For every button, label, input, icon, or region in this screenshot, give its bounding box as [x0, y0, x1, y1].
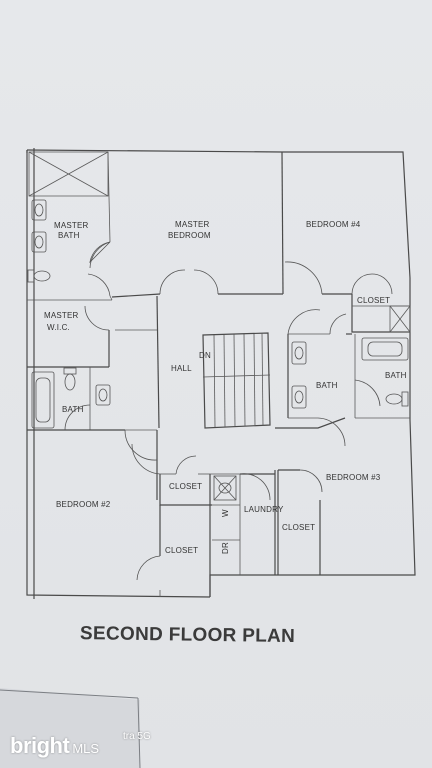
- label-hall: HALL: [171, 364, 192, 373]
- label-dryer: DR: [221, 542, 230, 554]
- plan-title: SECOND FLOOR PLAN: [80, 623, 295, 647]
- label-bath-left: BATH: [62, 405, 84, 414]
- staircase: [202, 332, 271, 429]
- label-closet-top: CLOSET: [357, 296, 390, 305]
- label-laundry: LAUNDRY: [244, 505, 284, 514]
- label-closet-right: CLOSET: [282, 523, 315, 532]
- bright-mls-watermark: bright MLS: [10, 733, 99, 759]
- watermark-mls: MLS: [72, 741, 100, 756]
- camera-watermark-text: tra 5G: [123, 731, 151, 742]
- label-master-wic-line1: MASTER: [44, 311, 79, 320]
- paper-edge-line-vertical: [137, 697, 141, 768]
- label-closet-bottom: CLOSET: [165, 546, 198, 555]
- label-washer: W: [221, 509, 230, 517]
- shower-box: [28, 151, 109, 197]
- label-bedroom-4: BEDROOM #4: [306, 220, 361, 229]
- bath-fixtures: [27, 199, 409, 501]
- paper-edge-line: [0, 689, 139, 699]
- label-bedroom-3: BEDROOM #3: [326, 473, 381, 482]
- label-closet-mid: CLOSET: [169, 482, 202, 491]
- label-master-bedroom-line2: BEDROOM: [168, 231, 211, 240]
- door-swings: [64, 241, 393, 581]
- label-master-bedroom-line1: MASTER: [175, 220, 210, 229]
- label-bath-right: BATH: [385, 371, 407, 380]
- paper-shadow: [0, 688, 140, 768]
- interior-walls: [27, 151, 411, 597]
- watermark-brand: bright: [10, 733, 70, 758]
- label-bath-center: BATH: [316, 381, 338, 390]
- label-master-bath-line1: MASTER: [54, 221, 89, 230]
- label-master-bath-line2: BATH: [58, 231, 80, 240]
- label-bedroom-2: BEDROOM #2: [56, 500, 111, 509]
- label-master-wic-line2: W.I.C.: [47, 323, 70, 332]
- label-stairs-down: DN: [199, 351, 211, 360]
